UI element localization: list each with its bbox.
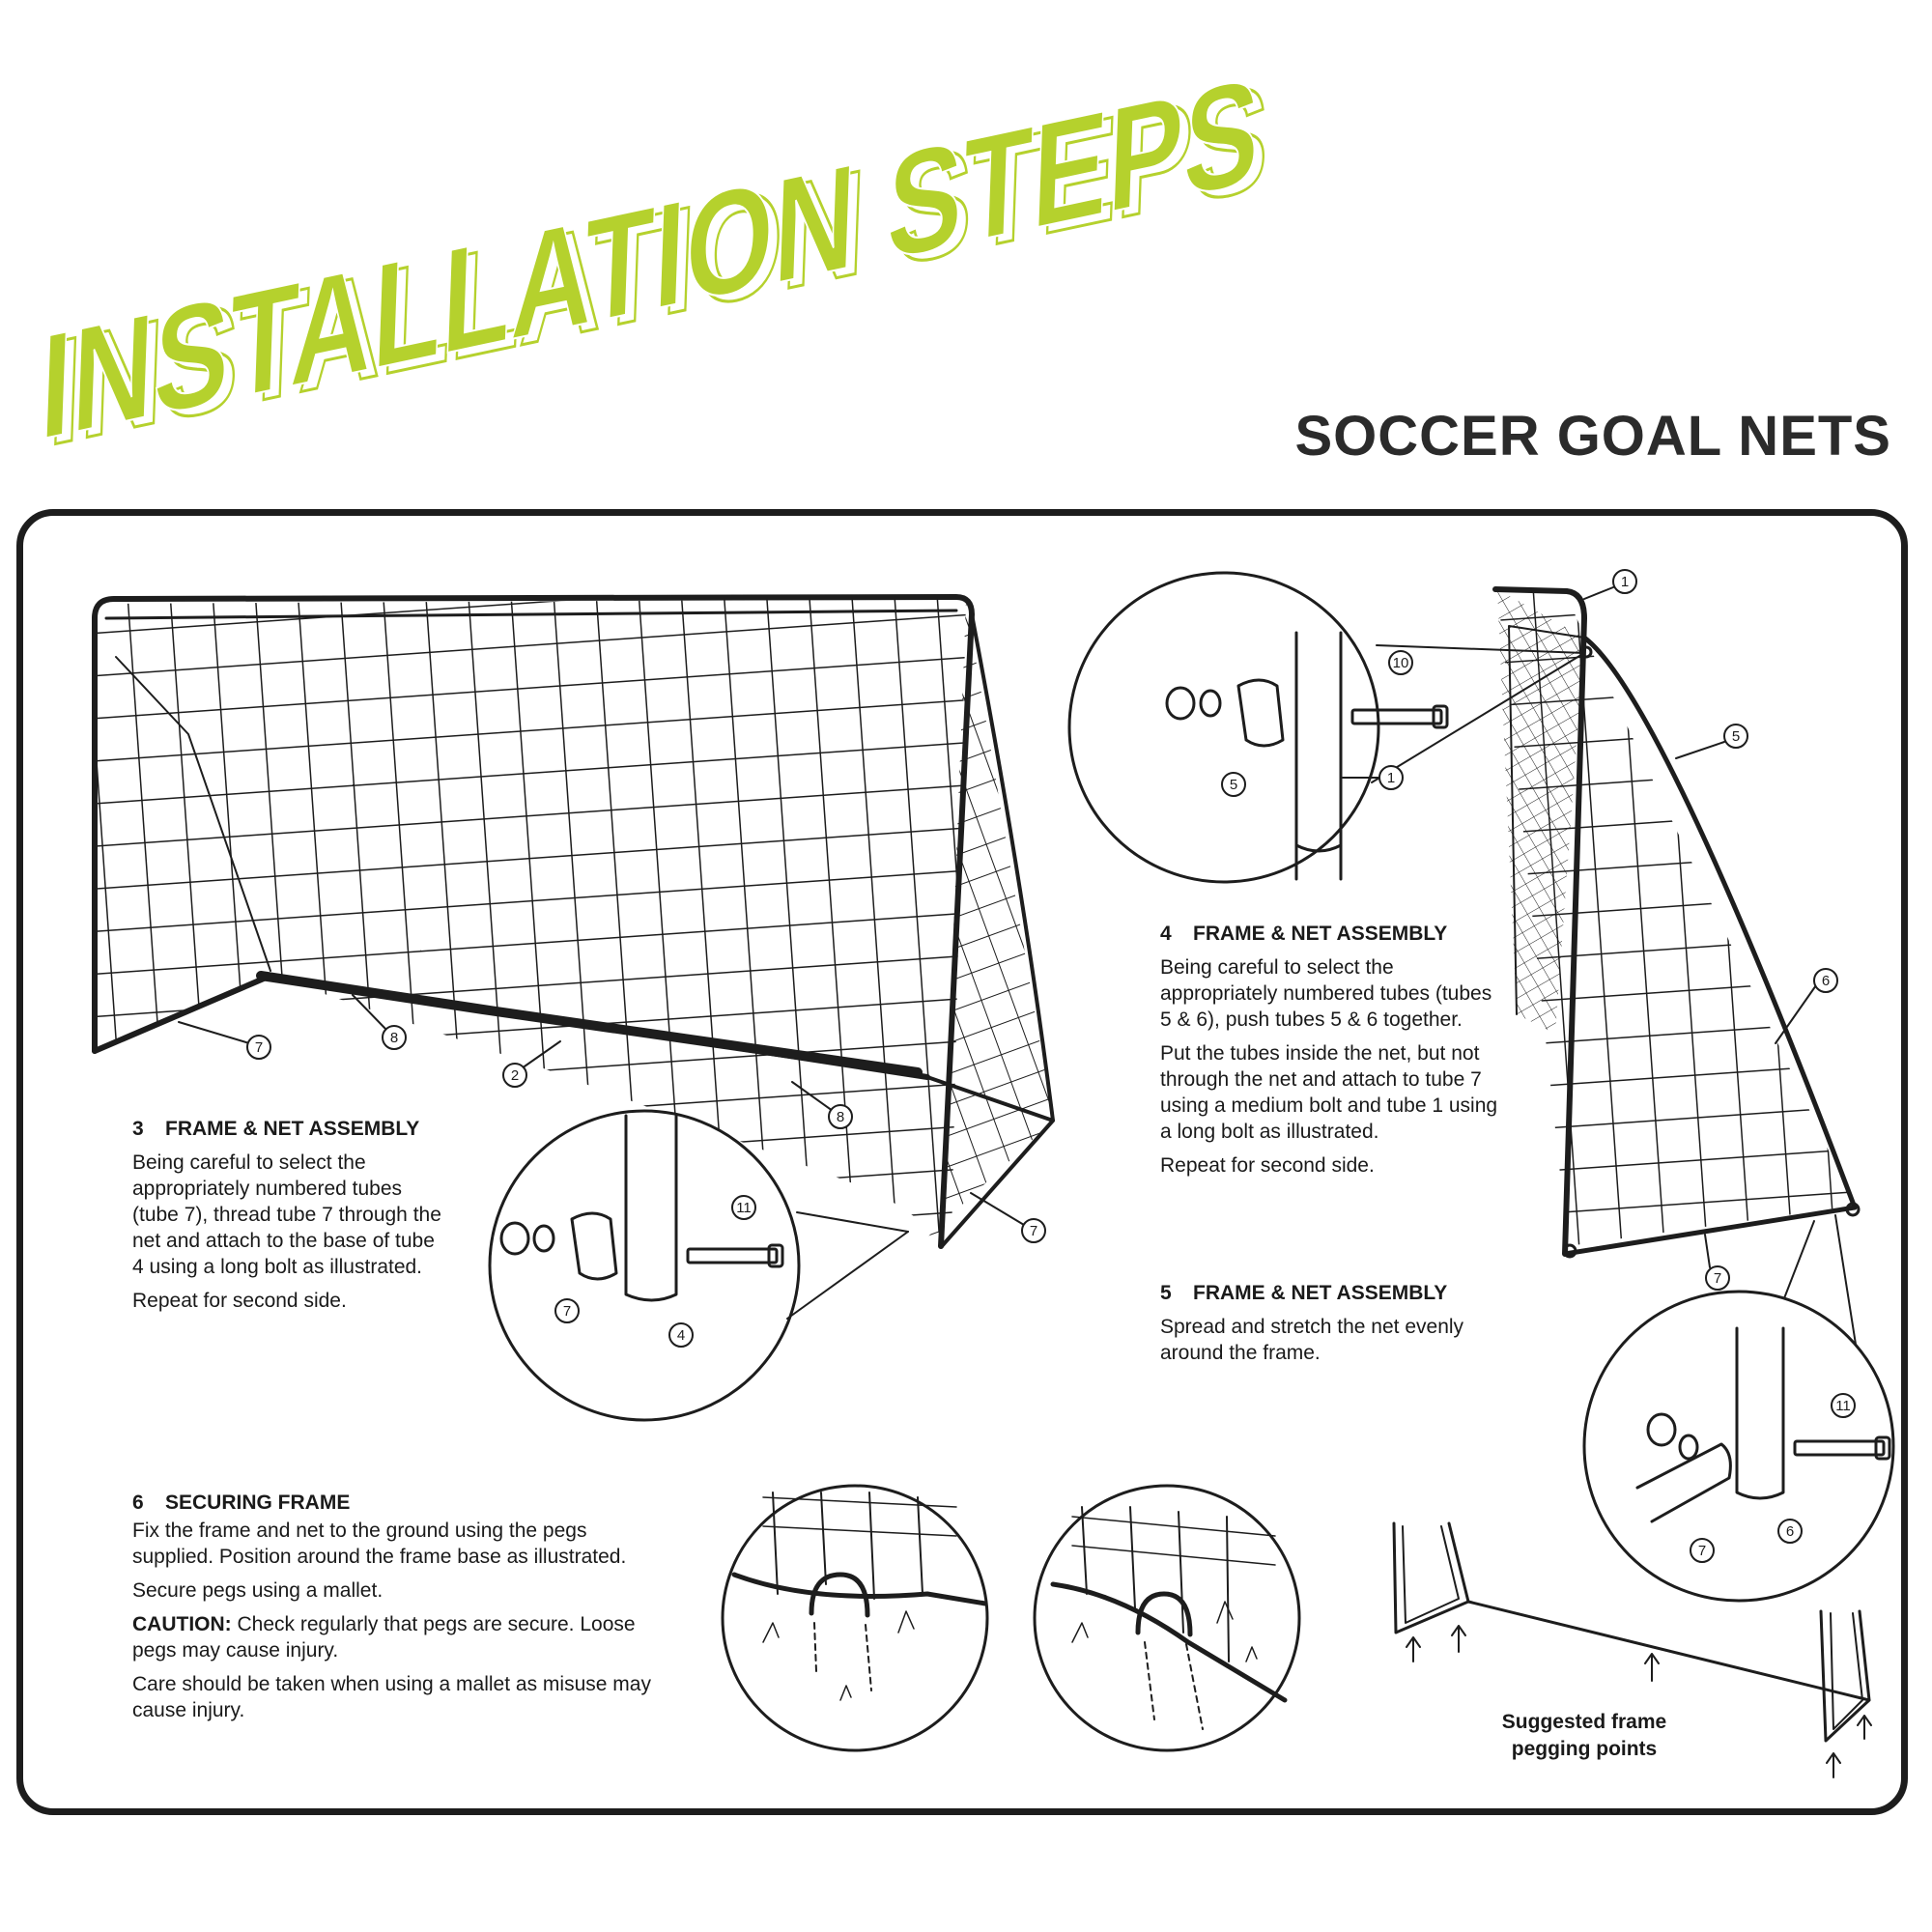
page-subtitle: SOCCER GOAL NETS <box>1294 405 1891 468</box>
part-label: 1 <box>1621 574 1629 590</box>
part-label: 6 <box>1822 973 1830 989</box>
step-3: 3 FRAME & NET ASSEMBLY Being careful to s… <box>132 1116 451 1321</box>
title-graphic: INSTALLATION STEPS INSTALLATION STEPS <box>37 45 1273 479</box>
step-6-caution: CAUTION: Check regularly that pegs are s… <box>132 1611 673 1663</box>
part-label: 10 <box>1393 655 1409 671</box>
step-6-text-2: Secure pegs using a mallet. <box>132 1579 384 1602</box>
pegging-caption-line2: pegging points <box>1511 1738 1658 1760</box>
pegging-caption-line1: Suggested frame <box>1501 1711 1667 1733</box>
step-5-heading: 5 FRAME & NET ASSEMBLY <box>1160 1280 1498 1306</box>
step-4-text-3: Repeat for second side. <box>1160 1154 1375 1177</box>
instructions-panel <box>16 509 1908 1815</box>
side-frame-labels: 1 5 6 7 <box>1583 569 1838 1291</box>
step-4-text-2: Put the tubes inside the net, but not th… <box>1160 1042 1498 1143</box>
step-number: 3 <box>132 1118 144 1140</box>
part-label: 7 <box>1698 1543 1706 1559</box>
part-label: 6 <box>1786 1523 1794 1540</box>
peg-detail-circle-right <box>1033 1484 1301 1752</box>
part-label: 4 <box>677 1327 685 1344</box>
caution-label: CAUTION: <box>132 1613 232 1635</box>
step-4-heading: 4 FRAME & NET ASSEMBLY <box>1160 921 1498 947</box>
side-frame-illustration <box>1492 586 1861 1259</box>
part-label: 11 <box>736 1200 752 1216</box>
goal-front-illustration <box>92 594 1055 1249</box>
part-label: 8 <box>837 1109 844 1125</box>
step-3-text-2: Repeat for second side. <box>132 1290 347 1312</box>
part-label: 7 <box>1030 1223 1037 1239</box>
part-label: 7 <box>563 1303 571 1320</box>
step-6: 6 SECURING FRAME Fix the frame and net to… <box>132 1490 673 1731</box>
step-number: 4 <box>1160 923 1172 945</box>
step-title: FRAME & NET ASSEMBLY <box>165 1118 420 1140</box>
step-6-text-1: Fix the frame and net to the ground usin… <box>132 1520 627 1568</box>
step-number: 6 <box>132 1492 144 1514</box>
step-4: 4 FRAME & NET ASSEMBLY Being careful to s… <box>1160 921 1498 1186</box>
step-6-heading: 6 SECURING FRAME <box>132 1490 673 1516</box>
caution-text: Check regularly that pegs are secure. Lo… <box>132 1613 636 1662</box>
step-3-text-1: Being careful to select the appropriatel… <box>132 1151 441 1278</box>
step-title: FRAME & NET ASSEMBLY <box>1193 1282 1448 1304</box>
step-3-heading: 3 FRAME & NET ASSEMBLY <box>132 1116 451 1142</box>
part-label: 5 <box>1732 728 1740 745</box>
step-6-text-3: Care should be taken when using a mallet… <box>132 1673 651 1721</box>
detail-circle-step3: 7 11 4 <box>488 1109 909 1422</box>
pegging-caption: Suggested frame pegging points <box>1463 1709 1705 1763</box>
part-label: 7 <box>255 1039 263 1056</box>
step-5: 5 FRAME & NET ASSEMBLY Spread and stretch… <box>1160 1280 1498 1374</box>
step-title: SECURING FRAME <box>165 1492 351 1514</box>
part-label: 11 <box>1835 1398 1851 1414</box>
step-number: 5 <box>1160 1282 1172 1304</box>
peg-detail-circle-left <box>721 1484 989 1752</box>
detail-circle-step4: 5 10 1 <box>1067 571 1585 884</box>
part-label: 8 <box>390 1030 398 1046</box>
step-5-text-1: Spread and stretch the net evenly around… <box>1160 1316 1464 1364</box>
part-label: 5 <box>1230 777 1237 793</box>
step-title: FRAME & NET ASSEMBLY <box>1193 923 1448 945</box>
part-label: 1 <box>1387 770 1395 786</box>
pegging-points-diagram <box>1392 1521 1872 1778</box>
part-label: 7 <box>1714 1270 1721 1287</box>
detail-circle-side-bottom: 11 7 6 <box>1582 1214 1895 1603</box>
step-4-text-1: Being careful to select the appropriatel… <box>1160 956 1492 1031</box>
part-label: 2 <box>511 1067 519 1084</box>
goal-front-labels: 7 8 2 8 7 <box>178 994 1046 1243</box>
